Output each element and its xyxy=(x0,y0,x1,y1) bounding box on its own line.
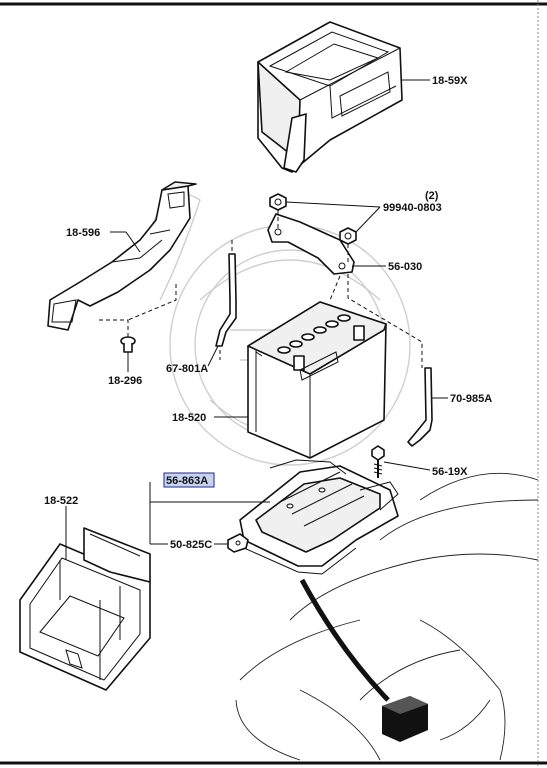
storage-box-part[interactable] xyxy=(257,21,403,173)
tray-clip-label: 50-825C xyxy=(170,539,212,551)
nut-label: 99940-0803 xyxy=(383,202,442,214)
vent-hose-left-leader xyxy=(207,345,219,367)
tray-clip-part[interactable] xyxy=(227,533,249,553)
nut-leader-a xyxy=(285,201,381,208)
vent-hose-right-label: 70-985A xyxy=(450,393,492,405)
battery-tray-label[interactable]: 56-863A xyxy=(166,475,208,487)
vent-hose-left-label: 67-801A xyxy=(166,363,208,375)
bracket-label: 56-030 xyxy=(388,261,422,273)
vent-hose-left-part[interactable] xyxy=(215,240,237,360)
battery-cover-label: 18-522 xyxy=(44,495,78,507)
battery-terminals xyxy=(293,325,365,371)
battery-tray-label-highlight xyxy=(163,472,215,488)
vehicle-location-outline xyxy=(235,472,539,761)
bolt-leader xyxy=(383,461,431,471)
clip-part[interactable] xyxy=(120,336,136,353)
air-duct-label: 18-596 xyxy=(66,227,100,239)
nut-leader-b xyxy=(355,206,381,233)
air-duct-leader-b xyxy=(125,231,141,253)
location-pointer-arrow xyxy=(299,578,390,702)
duct-guide-lines xyxy=(98,284,177,344)
battery-cells xyxy=(277,314,351,354)
battery-tray-part[interactable] xyxy=(239,459,399,575)
air-duct-part[interactable] xyxy=(47,181,197,331)
battery-part[interactable] xyxy=(247,301,387,459)
bolt-label: 56-19X xyxy=(432,466,468,478)
bracket-part[interactable] xyxy=(267,210,355,275)
storage-box-label: 18-59X xyxy=(432,75,468,87)
nut-part[interactable] xyxy=(269,193,357,245)
bolt-part[interactable] xyxy=(371,445,385,478)
battery-label: 18-520 xyxy=(172,412,206,424)
battery-guide-lines xyxy=(329,274,423,368)
clip-label: 18-296 xyxy=(108,375,142,387)
nut-quantity-label: (2) xyxy=(425,190,439,202)
vent-hose-right-part[interactable] xyxy=(407,367,433,447)
battery-cover-part[interactable] xyxy=(19,527,151,691)
battery-location-marker xyxy=(382,696,428,742)
